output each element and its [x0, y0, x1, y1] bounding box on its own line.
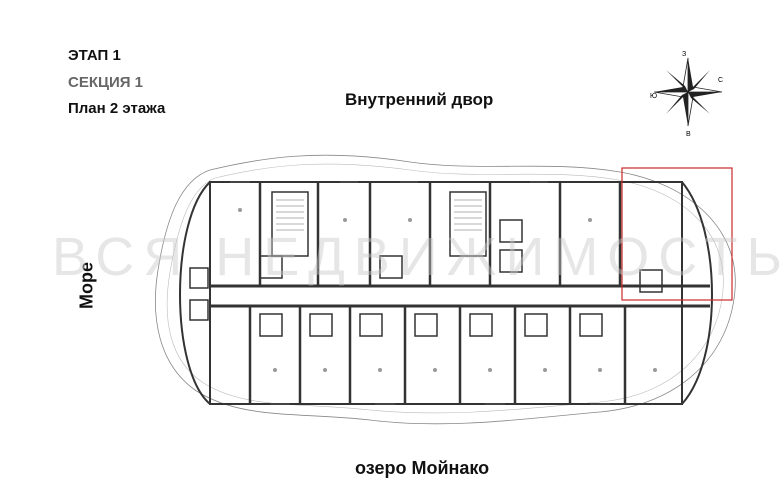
compass-north-letter: С [718, 77, 723, 84]
compass-rose-icon: З С В Ю [650, 51, 723, 138]
floor-plan-drawing [155, 154, 736, 425]
courtyard-label: Внутренний двор [345, 90, 494, 109]
floor-plan-title: План 2 этажа [68, 100, 166, 117]
compass-west-letter: З [682, 51, 686, 58]
building-outline [155, 154, 736, 425]
selected-apartment-highlight [621, 167, 733, 301]
section-title: СЕКЦИЯ 1 [68, 74, 144, 91]
compass-east-letter: В [686, 131, 691, 138]
stage-title: ЭТАП 1 [68, 47, 121, 64]
watermark-text: ВСЯ НЕДВИЖИМОСТЬ [52, 227, 784, 287]
building-body [209, 181, 683, 405]
compass-south-letter: Ю [650, 93, 657, 100]
lake-label: озеро Мойнако [355, 458, 490, 478]
